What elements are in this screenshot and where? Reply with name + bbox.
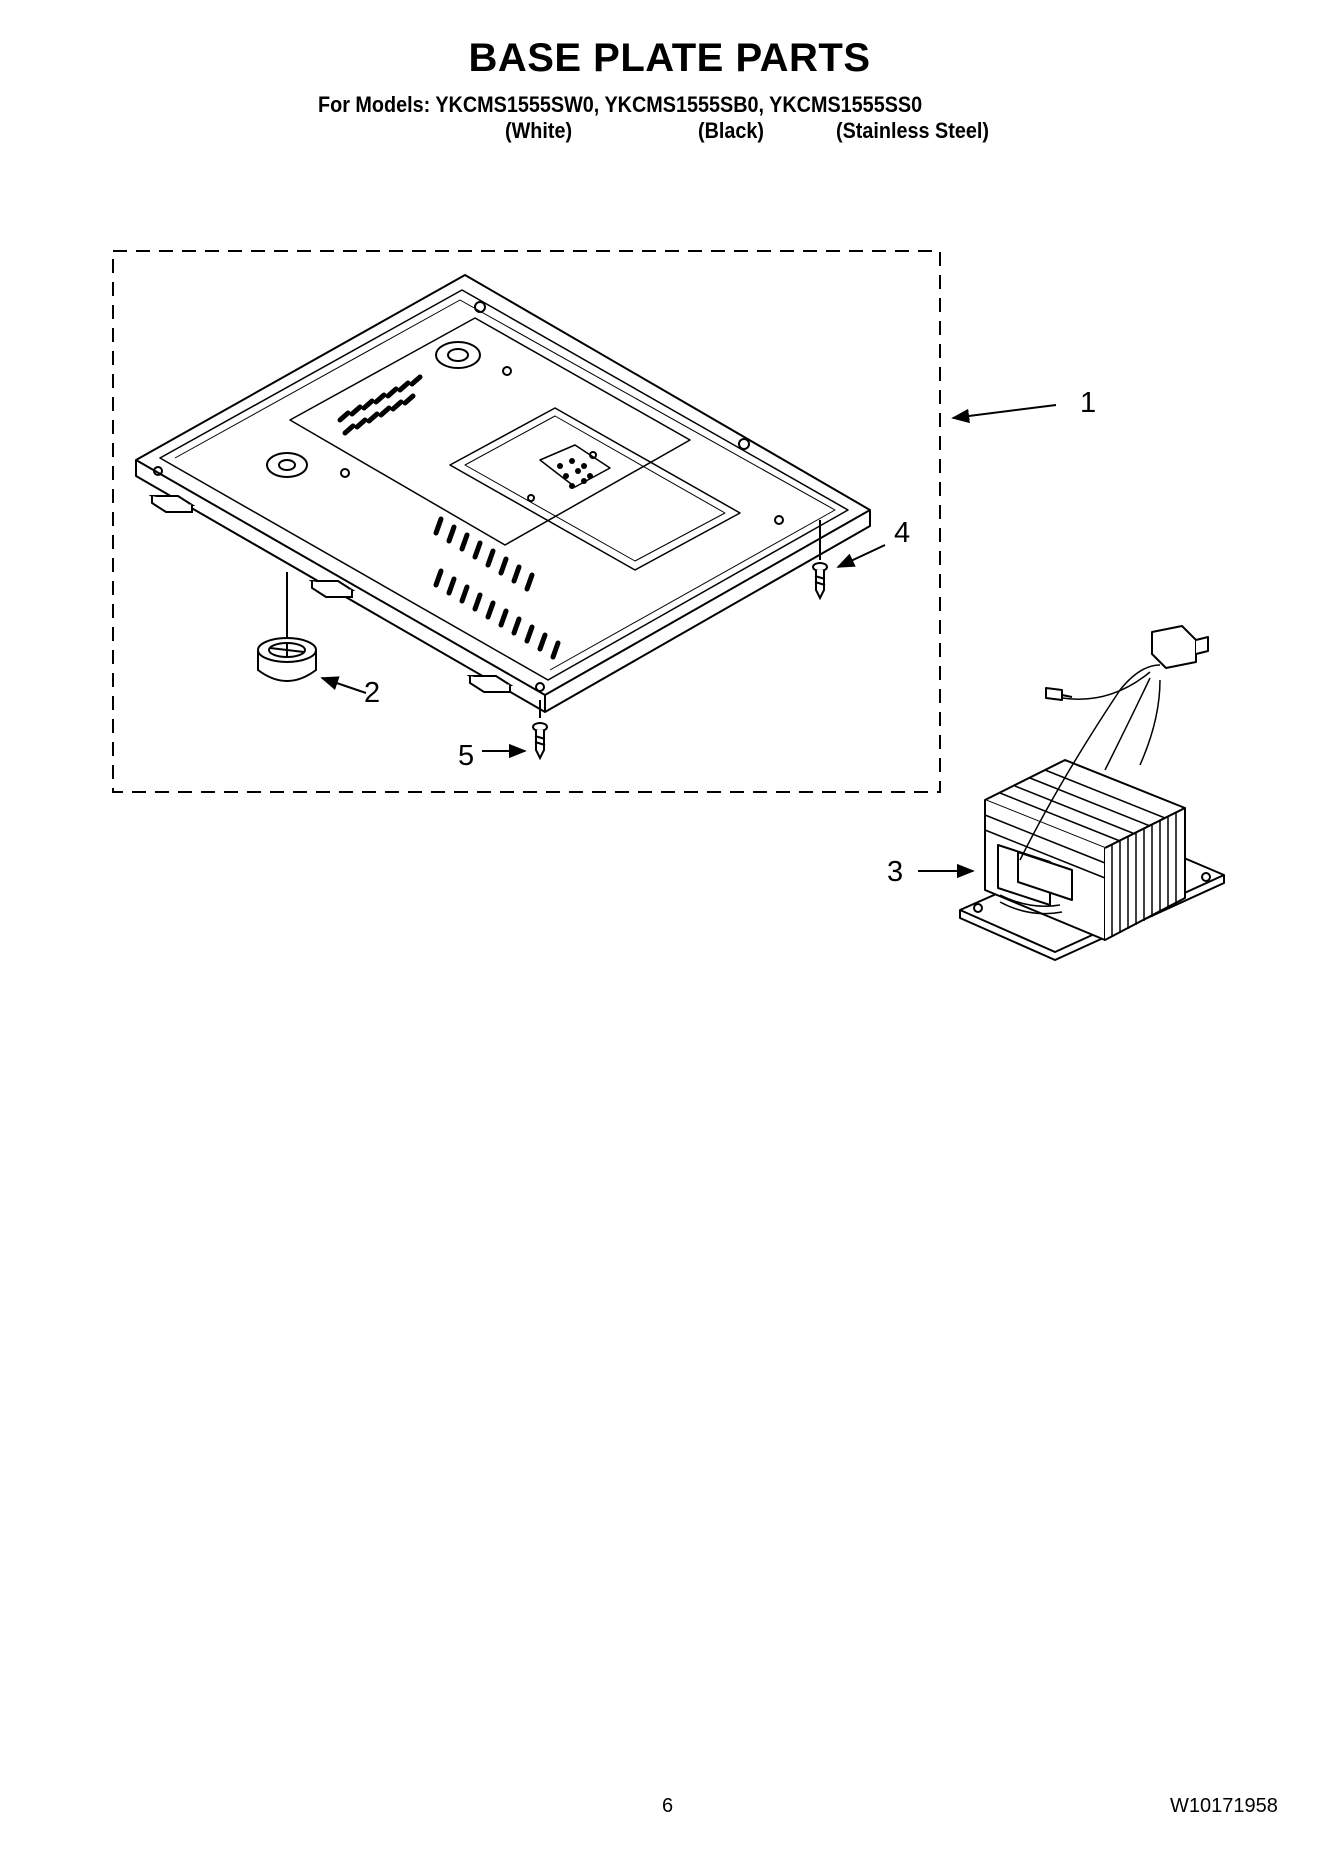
finish-stainless-steel: (Stainless Steel) xyxy=(836,118,989,143)
callout-2: 2 xyxy=(364,677,380,709)
finish-white: (White) xyxy=(505,118,573,143)
page-title: BASE PLATE PARTS xyxy=(468,36,871,80)
document-number: W10171958 xyxy=(1170,1795,1278,1817)
callout-3: 3 xyxy=(887,856,903,888)
dimple-pattern xyxy=(557,458,593,489)
callout-5: 5 xyxy=(458,740,474,772)
assembly-boundary xyxy=(112,250,941,793)
callout-arrows xyxy=(320,404,1057,879)
screw-part-5 xyxy=(532,700,548,761)
vent-slots xyxy=(337,374,561,660)
finish-black: (Black) xyxy=(698,118,765,143)
transformer-part-3 xyxy=(959,625,1225,961)
callout-4: 4 xyxy=(894,517,910,549)
screw-part-4 xyxy=(812,520,828,601)
models-line: For Models: YKCMS1555SW0, YKCMS1555SB0, … xyxy=(318,92,923,117)
page-number: 6 xyxy=(662,1795,674,1817)
base-plate-drawing xyxy=(135,274,871,713)
foot-part-2 xyxy=(257,572,317,682)
plate-pads xyxy=(148,495,514,693)
callout-1: 1 xyxy=(1080,387,1096,419)
